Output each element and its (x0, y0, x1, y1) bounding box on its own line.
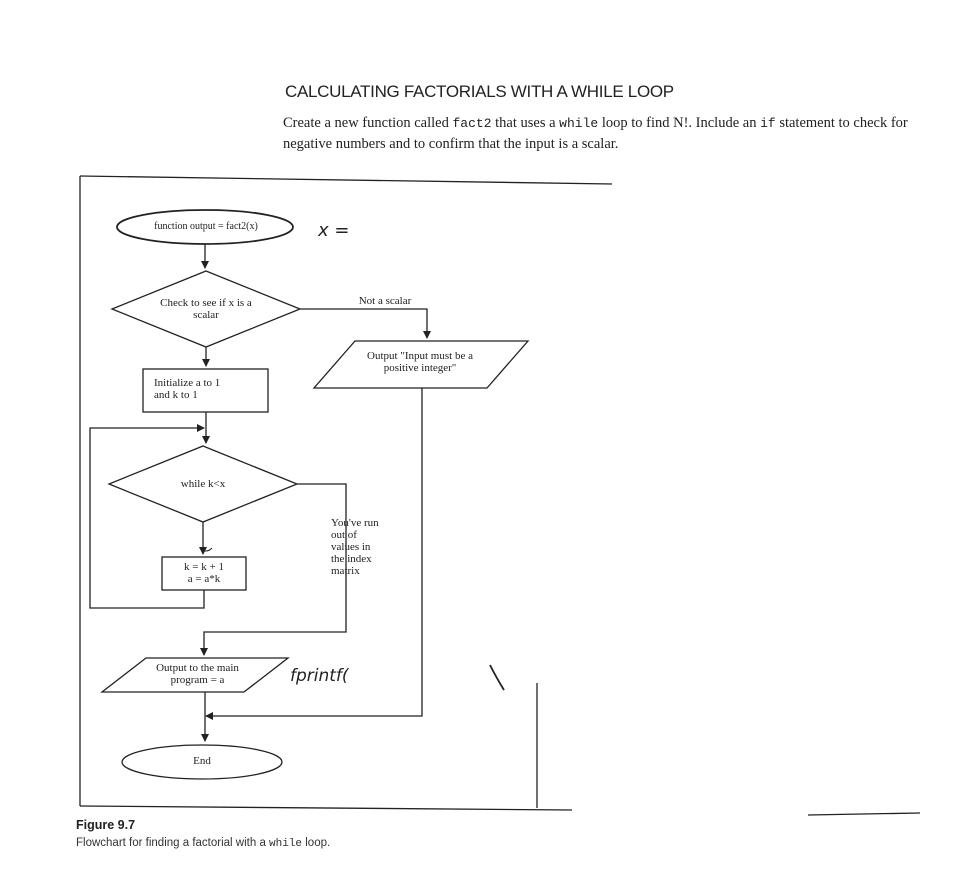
intro-text-2: that uses a (491, 115, 560, 131)
arrow-while-exit (200, 483, 347, 656)
init-line-1: Initialize a to 1 (154, 377, 221, 389)
main-output-parallelogram (100, 657, 290, 693)
loop-body-label: k = k + 1 a = a*k (162, 561, 246, 585)
exit-line-3: values in (331, 541, 371, 553)
end-label: End (193, 755, 211, 767)
main-output-line-1: Output to the main (156, 662, 239, 674)
intro-text-3: loop to find N!. Include an (598, 115, 761, 131)
figure-top-rule (79, 175, 613, 185)
init-label: Initialize a to 1 and k to 1 (146, 377, 254, 401)
intro-text-1: Create a new function called (283, 115, 453, 131)
caption-text: Flowchart for finding a factorial with a (76, 837, 270, 849)
exit-line-5: matrix (331, 565, 360, 577)
exit-line-4: the index (331, 553, 372, 565)
end-terminator (121, 744, 283, 780)
caption-end: loop. (302, 837, 331, 849)
handwritten-tick (199, 547, 213, 552)
code-while: while (559, 116, 599, 131)
caption-code-while: while (269, 838, 303, 850)
code-if: if (760, 116, 776, 131)
start-label: function output = fact2(x) (154, 221, 258, 232)
code-fact2: fact2 (452, 116, 492, 131)
intro-paragraph: Create a new function called fact2 that … (283, 113, 933, 154)
stray-rule (807, 812, 921, 816)
arrow-loop-back (89, 424, 205, 609)
body-line-2: a = a*k (187, 573, 221, 585)
main-output-label: Output to the main program = a (125, 662, 270, 686)
handwritten-x-note: x = (318, 220, 350, 241)
error-line-2: positive integer" (383, 362, 457, 374)
exit-line-2: out of (331, 529, 357, 541)
error-line-1: Output "Input must be a (367, 350, 473, 362)
handwritten-fprintf-note: fprintf( (290, 666, 349, 686)
section-heading: CALCULATING FACTORIALS WITH A WHILE LOOP (285, 82, 674, 101)
intro-text-4: statement to check for negative numbers … (283, 115, 908, 152)
check-label: Check to see if x is a scalar (136, 297, 276, 321)
not-scalar-label: Not a scalar (358, 295, 412, 307)
check-label-line-2: scalar (193, 309, 219, 321)
arrow-error-end (205, 388, 423, 720)
figure-caption: Flowchart for finding a factorial with a… (76, 837, 330, 850)
figure-title: Figure 9.7 (76, 818, 136, 832)
main-output-line-2: program = a (170, 674, 225, 686)
figure-bottom-rule (79, 805, 573, 811)
exit-label: You've run out of values in the index ma… (331, 517, 401, 577)
body-line-1: k = k + 1 (184, 561, 224, 573)
check-label-line-1: Check to see if x is a (160, 297, 252, 309)
arrow-not-scalar (300, 308, 431, 339)
error-output-label: Output "Input must be a positive integer… (330, 350, 510, 374)
while-label: while k<x (180, 478, 226, 490)
handwritten-paren-mark (489, 664, 505, 691)
error-output-parallelogram (312, 340, 530, 389)
exit-line-1: You've run (331, 517, 379, 529)
init-line-2: and k to 1 (154, 389, 198, 401)
